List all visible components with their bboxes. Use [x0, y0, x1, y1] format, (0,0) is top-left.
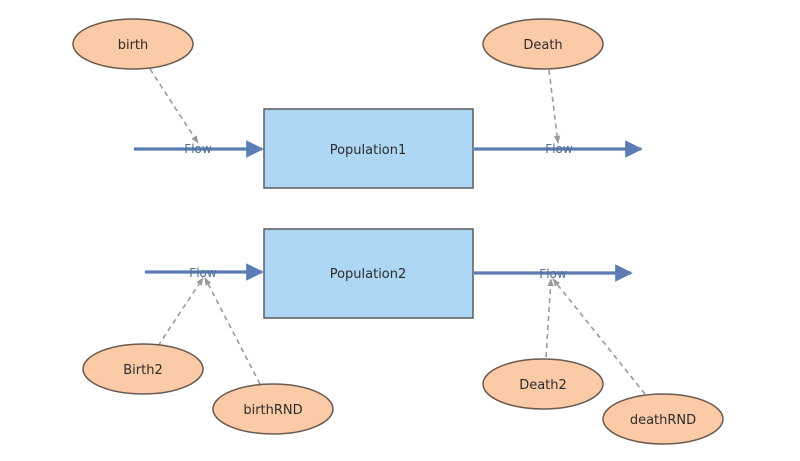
stock-population2[interactable]: Population2	[263, 228, 474, 319]
param-deathrnd[interactable]: deathRND	[602, 393, 724, 445]
flow-out-1-label: Flow	[545, 142, 573, 156]
link-deathrnd-to-flow	[552, 278, 646, 395]
stock-population2-label: Population2	[330, 267, 407, 282]
stock-population1[interactable]: Population1	[263, 108, 474, 189]
link-birthrnd-to-flow	[204, 277, 261, 385]
param-death2[interactable]: Death2	[482, 358, 604, 410]
param-death2-label: Death2	[519, 378, 567, 393]
param-birth2[interactable]: Birth2	[82, 343, 204, 395]
param-birth[interactable]: birth	[72, 18, 194, 70]
link-birth-to-flow	[149, 68, 199, 144]
param-death-label: Death	[523, 38, 562, 53]
param-birthrnd[interactable]: birthRND	[212, 383, 334, 435]
flow-in-1-label: Flow	[184, 142, 212, 156]
link-birth2-to-flow	[157, 277, 204, 347]
param-birth-label: birth	[118, 38, 149, 53]
link-death-to-flow	[548, 69, 561, 144]
stock-population1-label: Population1	[330, 143, 407, 158]
link-death2-to-flow	[545, 278, 554, 358]
param-birthrnd-label: birthRND	[243, 403, 302, 418]
flow-in-2-label: Flow	[189, 266, 217, 280]
param-death[interactable]: Death	[482, 18, 604, 70]
flow-out-2-label: Flow	[539, 267, 567, 281]
param-birth2-label: Birth2	[123, 363, 162, 378]
param-deathrnd-label: deathRND	[630, 413, 696, 428]
